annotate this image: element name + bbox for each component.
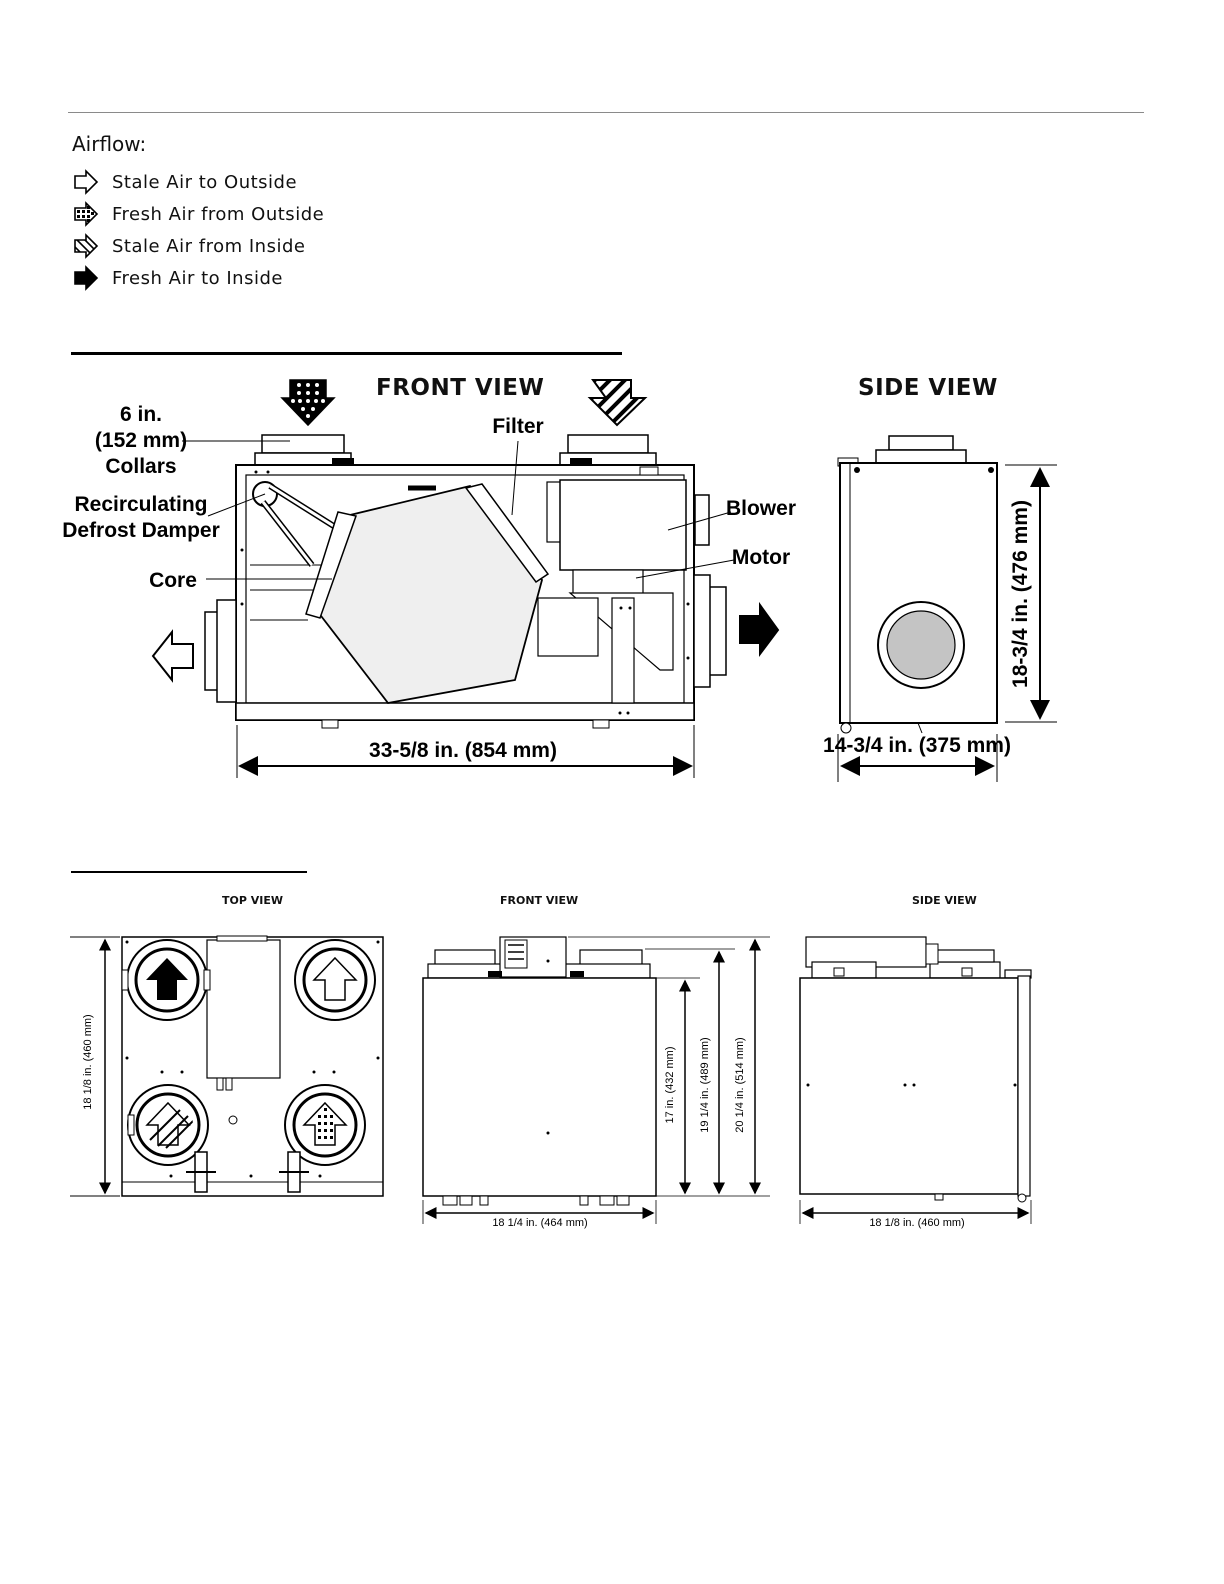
- legend-label: Stale Air from Inside: [112, 235, 306, 257]
- three-view-diagram: 18 1/8 in. (460 mm) 18 1/4 in. (464 mm) …: [70, 935, 1032, 1229]
- blower-label: Blower: [726, 497, 796, 520]
- legend-item-fresh-from-outside: Fresh Air from Outside: [72, 200, 324, 228]
- damper-label-line2: Defrost Damper: [62, 519, 220, 542]
- front-view-height-3: 20 1/4 in. (514 mm): [734, 1037, 746, 1132]
- hatched-arrow-icon: [74, 233, 99, 259]
- top-view-title-2: TOP VIEW: [222, 894, 283, 907]
- legend-item-fresh-to-inside: Fresh Air to Inside: [72, 264, 283, 292]
- section-rule-2: [71, 871, 307, 873]
- front-view-height-1: 17 in. (432 mm): [664, 1046, 676, 1123]
- side-view-title: SIDE VIEW: [858, 375, 998, 401]
- front-view-width-dim: 18 1/4 in. (464 mm): [492, 1217, 587, 1229]
- legend-label: Fresh Air from Outside: [112, 203, 325, 225]
- front-width-dim: 33-5/8 in. (854 mm): [369, 739, 557, 762]
- stale-from-inside-arrow: [587, 379, 648, 427]
- top-divider: [68, 112, 1144, 113]
- filter-label: Filter: [492, 415, 543, 438]
- front-view-title: FRONT VIEW: [376, 375, 545, 401]
- fresh-to-inside-arrow: [739, 601, 780, 657]
- legend-title: Airflow:: [72, 132, 147, 156]
- front-view-height-2: 19 1/4 in. (489 mm): [699, 1037, 711, 1132]
- section-rule-1: [71, 352, 622, 355]
- front-view-title-2: FRONT VIEW: [500, 894, 579, 907]
- side-height-dim: 18-3/4 in. (476 mm): [1009, 500, 1032, 688]
- side-depth-dim: 14-3/4 in. (375 mm): [823, 734, 1011, 757]
- stale-to-outside-arrow: [151, 629, 194, 683]
- legend-label: Stale Air to Outside: [112, 171, 298, 193]
- dotted-arrow-icon: [74, 201, 99, 227]
- side-view-width-dim: 18 1/8 in. (460 mm): [869, 1217, 964, 1229]
- legend-item-stale-to-outside: Stale Air to Outside: [72, 168, 297, 196]
- collars-label-line1: 6 in.: [120, 403, 162, 426]
- collars-label-line3: Collars: [105, 455, 176, 478]
- core-label: Core: [149, 569, 197, 592]
- damper-label-line1: Recirculating: [74, 493, 207, 516]
- collars-label-line2: (152 mm): [95, 429, 187, 452]
- legend-item-stale-from-inside: Stale Air from Inside: [72, 232, 305, 260]
- solid-arrow-icon: [74, 265, 99, 291]
- top-view-height-dim: 18 1/8 in. (460 mm): [82, 1014, 94, 1109]
- side-view-title-2: SIDE VIEW: [912, 894, 977, 907]
- fresh-from-outside-arrow: [280, 379, 336, 427]
- front-side-diagram: 6 in. (152 mm) Collars Recirculating Def…: [62, 379, 1057, 782]
- hollow-arrow-icon: [74, 169, 99, 195]
- legend-label: Fresh Air to Inside: [112, 267, 283, 289]
- motor-label: Motor: [732, 546, 790, 569]
